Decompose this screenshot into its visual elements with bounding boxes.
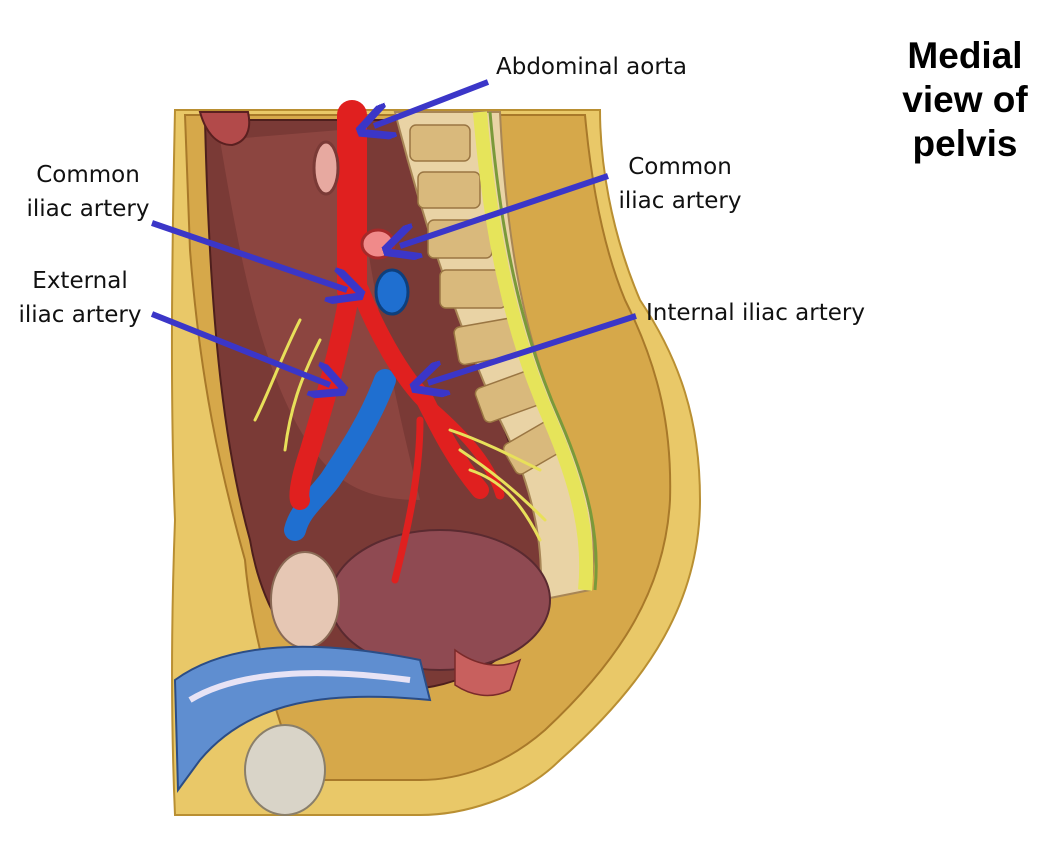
label-common-iliac-right-line-2: iliac artery — [618, 188, 742, 214]
arrow-external-iliac — [150, 311, 330, 385]
label-external-iliac: External iliac artery — [10, 264, 150, 332]
title-line-3: pelvis — [912, 123, 1018, 164]
arrow-abdominal-aorta — [374, 79, 490, 126]
vein-cross-section — [374, 268, 410, 316]
label-external-iliac-line-1: External — [32, 268, 128, 294]
label-external-iliac-line-2: iliac artery — [18, 302, 142, 328]
label-common-iliac-left-line-1: Common — [36, 162, 140, 188]
page-title: Medial view of pelvis — [880, 34, 1050, 166]
nerve-plexus — [253, 318, 547, 542]
title-line-2: view of — [902, 79, 1028, 120]
label-common-iliac-left: Common iliac artery — [18, 158, 158, 226]
common-iliac-cross-section — [360, 228, 396, 260]
bladder — [329, 529, 551, 671]
label-abdominal-aorta: Abdominal aorta — [496, 54, 687, 80]
label-common-iliac-left-line-2: iliac artery — [26, 196, 150, 222]
arrow-internal-iliac — [428, 313, 637, 383]
arrow-common-iliac-right — [400, 173, 609, 246]
rectum — [454, 648, 522, 697]
arrow-common-iliac-left — [151, 220, 347, 290]
label-common-iliac-right-line-1: Common — [628, 154, 732, 180]
iliac-vein — [284, 369, 396, 541]
testis — [244, 724, 326, 816]
external-iliac-artery — [289, 280, 360, 510]
gut-loop — [312, 140, 340, 196]
bowel-top — [198, 111, 251, 147]
label-internal-iliac: Internal iliac artery — [646, 300, 865, 326]
spinal-cord — [473, 111, 594, 591]
label-common-iliac-right: Common iliac artery — [610, 150, 750, 218]
pubic-bone — [270, 551, 340, 649]
title-line-1: Medial — [907, 35, 1023, 76]
